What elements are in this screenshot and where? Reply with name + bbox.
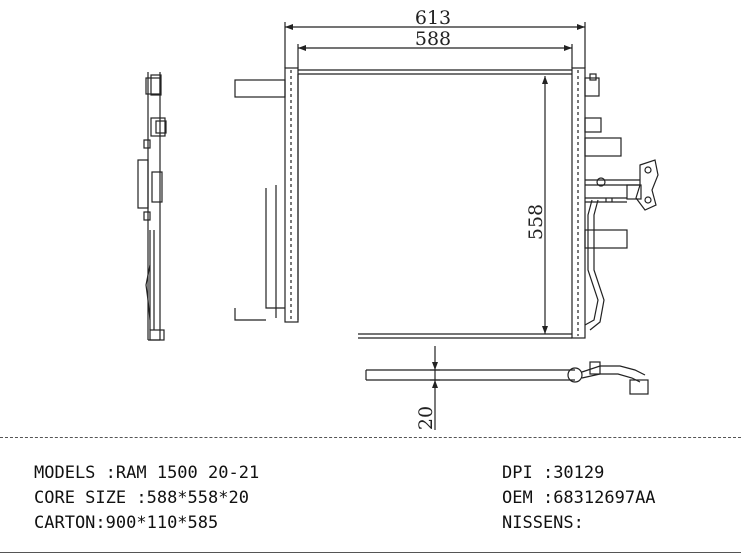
models-value: RAM 1500 20-21 <box>115 463 260 483</box>
dim-overall-width: 613 <box>415 7 451 29</box>
dpi-value: 30129 <box>553 463 605 483</box>
spec-dpi-row: DPI :30129 <box>502 461 604 485</box>
nissens-label: NISSENS: <box>502 513 584 533</box>
models-label: MODELS : <box>34 463 116 483</box>
spec-nissens-row: NISSENS: <box>502 511 584 535</box>
dim-core-width: 588 <box>415 28 451 50</box>
oem-label: OEM : <box>502 488 554 508</box>
core-size-label: CORE SIZE : <box>34 488 147 508</box>
side-view <box>137 72 167 341</box>
core-size-value: 588*558*20 <box>146 488 249 508</box>
carton-value: 900*110*585 <box>105 513 219 533</box>
condenser-technical-drawing: 613 588 558 20 <box>137 7 659 430</box>
dashed-divider <box>0 437 741 438</box>
bottom-divider <box>0 552 741 553</box>
spec-core-size-row: CORE SIZE :588*558*20 <box>34 486 249 510</box>
dpi-label: DPI : <box>502 463 554 483</box>
spec-models-row: MODELS :RAM 1500 20-21 <box>34 461 259 485</box>
carton-label: CARTON: <box>34 513 106 533</box>
dim-core-height: 558 <box>525 204 547 240</box>
dim-core-thickness: 20 <box>415 406 437 430</box>
front-view <box>234 22 659 339</box>
spec-oem-row: OEM :68312697AA <box>502 486 656 510</box>
spec-carton-row: CARTON:900*110*585 <box>34 511 218 535</box>
bottom-view <box>365 346 649 430</box>
oem-value: 68312697AA <box>553 488 656 508</box>
